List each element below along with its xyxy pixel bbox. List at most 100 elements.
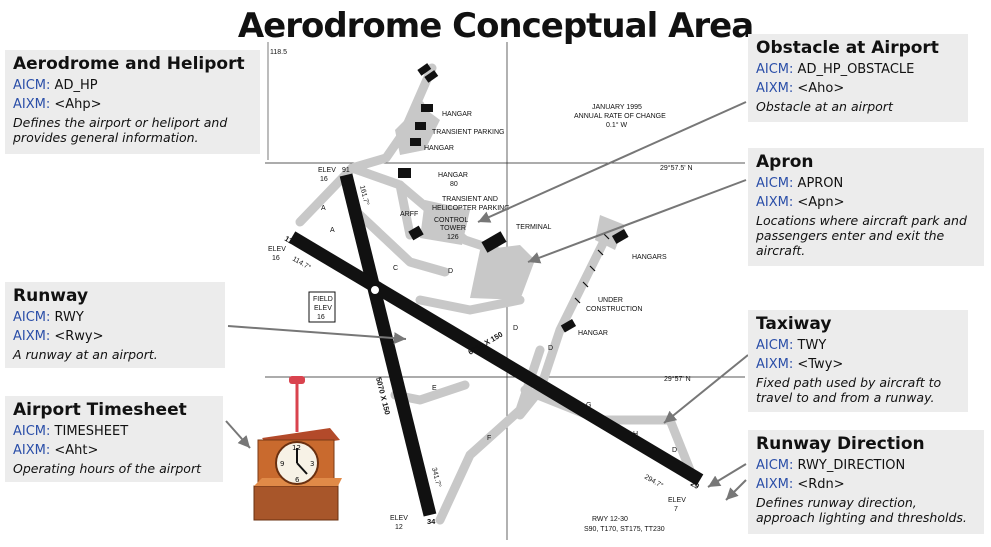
- runway-end-34: 34: [427, 517, 436, 526]
- elev-label-c: ELEV: [390, 515, 408, 522]
- label-hangar-2: HANGAR: [424, 145, 454, 152]
- card-title: Obstacle at Airport: [756, 38, 939, 58]
- runway-dimension-2: 5070 X 150: [374, 376, 392, 415]
- aicm-value: RWY: [54, 310, 84, 325]
- variation-date: JANUARY 1995: [592, 104, 642, 111]
- clock-6: 6: [295, 476, 300, 484]
- svg-text:D: D: [672, 447, 677, 454]
- arrow-obstacle: [477, 101, 747, 223]
- aixm-value: <Ahp>: [54, 97, 102, 112]
- card-description: Defines runway direction, approach light…: [756, 495, 967, 525]
- card-title: Aerodrome and Heliport: [13, 54, 245, 74]
- svg-text:D: D: [448, 268, 453, 275]
- arrow-runway-direction-2: [725, 479, 747, 501]
- arrow-runway-direction-1: [707, 463, 747, 488]
- svg-text:A: A: [330, 227, 335, 234]
- field-elev-value: 16: [317, 314, 325, 321]
- elev-91: 91: [342, 167, 350, 174]
- heading-161: 161.7°: [358, 185, 371, 207]
- svg-text:H: H: [633, 431, 638, 438]
- label-construction: CONSTRUCTION: [586, 306, 642, 313]
- aicm-value: TWY: [797, 338, 827, 353]
- aicm-value: AD_HP_OBSTACLE: [797, 62, 915, 77]
- card-title: Airport Timesheet: [13, 400, 187, 420]
- runway-end-29: 29: [689, 479, 701, 491]
- card-obstacle-at-airport: Obstacle at Airport AICM: AD_HP_OBSTACLE…: [748, 34, 968, 122]
- arrow-runway: [227, 325, 407, 345]
- card-airport-timesheet: Airport Timesheet AICM: TIMESHEET AIXM: …: [5, 396, 223, 482]
- aicm-label: AICM:: [13, 78, 51, 93]
- elev-value-c: 12: [395, 524, 403, 531]
- page-title: Aerodrome Conceptual Area: [237, 6, 754, 46]
- aixm-label: AIXM:: [756, 477, 794, 492]
- heading-341: 341.7°: [430, 467, 443, 489]
- svg-text:G: G: [586, 402, 591, 409]
- svg-text:F: F: [487, 435, 491, 442]
- label-under: UNDER: [598, 297, 623, 304]
- aixm-label: AIXM:: [756, 357, 794, 372]
- card-taxiway: Taxiway AICM: TWY AIXM: <Twy> Fixed path…: [748, 310, 968, 412]
- latitude-label-2: 29°57' N: [664, 375, 691, 383]
- svg-text:C: C: [393, 265, 398, 272]
- label-terminal: TERMINAL: [516, 224, 552, 231]
- heading-114: 114.7°: [291, 255, 312, 272]
- field-elev-box: [308, 291, 336, 323]
- taxiway-letters: A A C D D D D E F G H: [321, 205, 677, 454]
- airport-reference-point: [369, 284, 381, 296]
- aicm-label: AICM:: [13, 310, 51, 325]
- card-title: Taxiway: [756, 314, 832, 334]
- aixm-label: AIXM:: [13, 443, 51, 458]
- arrow-taxiway: [663, 354, 749, 424]
- label-arff: ARFF: [400, 211, 418, 218]
- label-tower: TOWER: [440, 225, 466, 232]
- card-apron: Apron AICM: APRON AIXM: <Apn> Locations …: [748, 148, 984, 266]
- runway-info-2: S90, T170, ST175, TT230: [584, 526, 665, 533]
- label-transient-parking: TRANSIENT PARKING: [432, 129, 504, 136]
- card-title: Runway: [13, 286, 89, 306]
- runway-16-34: [339, 173, 437, 517]
- runway-end-11: 11: [283, 234, 294, 246]
- elev-label-d: ELEV: [668, 497, 686, 504]
- clock-12: 12: [292, 444, 301, 452]
- aicm-label: AICM:: [756, 458, 794, 473]
- elev-value-d: 7: [674, 506, 678, 513]
- label-hangar-3: HANGAR: [438, 172, 468, 179]
- elev-value-b: 16: [272, 255, 280, 262]
- latitude-label-1: 29°57.5' N: [660, 164, 693, 172]
- callout-arrows: [225, 101, 749, 501]
- label-tower-elev: 126: [447, 234, 459, 241]
- construction-marks: [574, 233, 610, 304]
- variation-rate: ANNUAL RATE OF CHANGE: [574, 113, 666, 120]
- card-aerodrome-heliport: Aerodrome and Heliport AICM: AD_HP AIXM:…: [5, 50, 260, 154]
- svg-text:D: D: [513, 325, 518, 332]
- clock-9: 9: [280, 460, 284, 468]
- label-transient-helo-2: HELICOPTER PARKING: [432, 205, 510, 212]
- aixm-label: AIXM:: [756, 81, 794, 96]
- arrow-apron: [527, 179, 747, 264]
- svg-text:D: D: [548, 345, 553, 352]
- aixm-label: AIXM:: [756, 195, 794, 210]
- svg-text:E: E: [432, 385, 437, 392]
- label-hangar-1: HANGAR: [442, 111, 472, 118]
- aixm-value: <Twy>: [797, 357, 844, 372]
- label-hangars: HANGARS: [632, 254, 667, 261]
- svg-text:A: A: [321, 205, 326, 212]
- card-description: Defines the airport or heliport and prov…: [13, 115, 228, 145]
- aixm-value: <Rwy>: [54, 329, 104, 344]
- aicm-label: AICM:: [756, 338, 794, 353]
- card-description: A runway at an airport.: [13, 347, 158, 362]
- aicm-label: AICM:: [756, 62, 794, 77]
- arrow-timesheet: [225, 420, 251, 449]
- card-title: Apron: [756, 152, 814, 172]
- card-runway: Runway AICM: RWY AIXM: <Rwy> A runway at…: [5, 282, 225, 368]
- elev-label-a: ELEV: [318, 167, 336, 174]
- card-description: Obstacle at an airport: [756, 99, 893, 114]
- aicm-label: AICM:: [13, 424, 51, 439]
- runway-info-1: RWY 12-30: [592, 516, 628, 523]
- clock-3: 3: [310, 460, 314, 468]
- field-elev-label: ELEV: [314, 305, 332, 312]
- aixm-value: <Aho>: [797, 81, 845, 96]
- label-transient-helo-1: TRANSIENT AND: [442, 196, 498, 203]
- label-hangar-4: HANGAR: [578, 330, 608, 337]
- card-description: Fixed path used by aircraft to travel to…: [756, 375, 942, 405]
